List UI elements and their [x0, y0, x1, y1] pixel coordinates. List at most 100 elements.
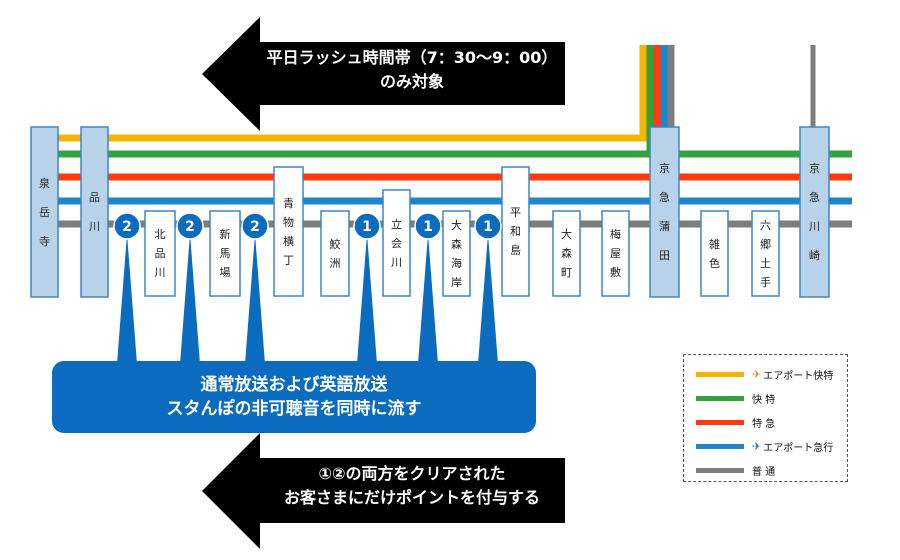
- station-char: 六: [760, 218, 771, 232]
- station-char: 品: [154, 247, 166, 260]
- station-char: 青: [283, 196, 294, 210]
- station-char: 寺: [39, 234, 50, 248]
- station-char: 会: [391, 236, 402, 250]
- station-char: 丁: [283, 253, 294, 267]
- bottom-arrow-shape: [202, 433, 565, 549]
- station-char: 大: [561, 228, 572, 241]
- station-tachiaigawa: 立会川: [383, 190, 410, 296]
- station-char: 物: [283, 215, 294, 229]
- legend-item: ✈エアポート快特: [696, 365, 833, 383]
- station-char: 田: [659, 249, 670, 262]
- station-box-rokugodote: [751, 210, 780, 297]
- station-char: 川: [89, 220, 100, 233]
- station-char: 町: [561, 266, 572, 279]
- station-char: 大: [451, 218, 462, 232]
- station-box-umeyashiki: [601, 210, 630, 297]
- station-char: 洲: [329, 256, 341, 270]
- station-umeyashiki: 梅屋敷: [602, 211, 629, 296]
- legend-label: エアポート急行: [763, 442, 834, 454]
- station-char: 梅: [610, 228, 621, 241]
- station-char: 敷: [610, 266, 621, 279]
- marker-label: 2: [185, 219, 195, 235]
- station-char: 急: [809, 191, 820, 204]
- line-limited-express: [58, 45, 852, 181]
- legend-item: ✈エアポート急行: [696, 437, 833, 455]
- station-omorikaigan: 大森海岸: [443, 211, 470, 296]
- top-arrow-text: 平日ラッシュ時間帯（7：30〜9：00） のみ対象: [266, 48, 558, 91]
- marker-label: 1: [483, 219, 493, 235]
- station-heiwajima: 平和島: [502, 167, 529, 296]
- station-samezu: 鮫洲: [321, 211, 349, 296]
- line-airport-express: [58, 45, 647, 142]
- station-char: 京: [809, 162, 820, 175]
- station-box-samezu: [320, 210, 350, 297]
- marker-circle: [353, 212, 381, 240]
- station-box-kitashinagawa: [144, 210, 176, 297]
- station-char: 岳: [39, 205, 50, 219]
- station-shinagawa: 品川: [81, 127, 108, 297]
- station-char: 屋: [610, 247, 621, 260]
- marker-label: 2: [250, 219, 260, 235]
- station-omorimachi: 大森町: [553, 211, 580, 296]
- spike: [180, 234, 200, 364]
- airplane-icon: ✈: [752, 439, 762, 453]
- station-box-omorikaigan: [442, 210, 471, 297]
- station-rokugodote: 六郷土手: [752, 211, 779, 296]
- station-box-heiwajima: [501, 166, 530, 297]
- station-char: 島: [510, 244, 521, 257]
- station-char: 馬: [219, 247, 231, 260]
- station-char: 手: [760, 275, 771, 289]
- station-char: 立: [391, 217, 402, 231]
- marker-circle: [176, 212, 204, 240]
- station-char: 森: [561, 247, 572, 260]
- station-sengakuji: 泉岳寺: [31, 127, 58, 297]
- station-box-sengakuji: [30, 126, 59, 298]
- station-char: 郷: [760, 237, 771, 251]
- line-airport-rapid: [58, 45, 852, 205]
- station-box-keikyu-kamata: [649, 126, 680, 298]
- top-arrow-shape: [202, 17, 565, 131]
- station-box-shimbamba: [209, 210, 241, 297]
- station-char: 川: [809, 220, 820, 233]
- bubble-spikes: [117, 234, 498, 364]
- station-char: 海: [451, 256, 462, 270]
- station-char: 横: [283, 234, 294, 248]
- station-char: 泉: [39, 176, 50, 190]
- spike: [357, 234, 377, 364]
- station-kitashinagawa: 北品川: [145, 211, 175, 296]
- station-char: 土: [760, 256, 771, 270]
- station-char: 品: [89, 191, 100, 204]
- station-char: 色: [709, 256, 720, 270]
- station-char: 場: [219, 266, 231, 279]
- marker-circle: [474, 212, 502, 240]
- station-keikyu-kawasaki: 京急川崎: [800, 127, 829, 297]
- station-keikyu-kamata: 京急蒲田: [650, 127, 679, 297]
- station-char: 急: [659, 191, 670, 204]
- legend-label: 特 急: [752, 418, 776, 430]
- station-box-keikyu-kawasaki: [799, 126, 830, 298]
- station-char: 蒲: [659, 220, 670, 233]
- station-char: 平: [510, 206, 521, 219]
- spike: [478, 234, 498, 364]
- bubble-text: 通常放送および英語放送 スタんぽの非可聴音を同時に流す: [166, 375, 422, 419]
- marker-circle: [113, 212, 141, 240]
- station-char: 雑: [709, 237, 720, 251]
- station-char: 和: [510, 225, 521, 238]
- legend-label: 普 通: [752, 466, 776, 478]
- spike: [418, 234, 438, 364]
- legend-swatch: [696, 467, 744, 473]
- station-char: 北: [154, 228, 166, 241]
- legend-label: エアポート快特: [763, 370, 834, 382]
- station-zoshiki: 雑色: [701, 211, 728, 296]
- station-shimbamba: 新馬場: [210, 211, 240, 296]
- station-char: 川: [391, 255, 402, 269]
- legend-swatch: [696, 371, 744, 377]
- legend-item: 快 特: [696, 389, 775, 407]
- station-char: 新: [219, 228, 231, 241]
- marker-circle: [414, 212, 442, 240]
- marker-label: 1: [423, 219, 433, 235]
- station-char: 岸: [451, 275, 462, 289]
- marker-label: 1: [362, 219, 372, 235]
- station-char: 鮫: [329, 237, 341, 251]
- legend-item: 普 通: [696, 461, 775, 479]
